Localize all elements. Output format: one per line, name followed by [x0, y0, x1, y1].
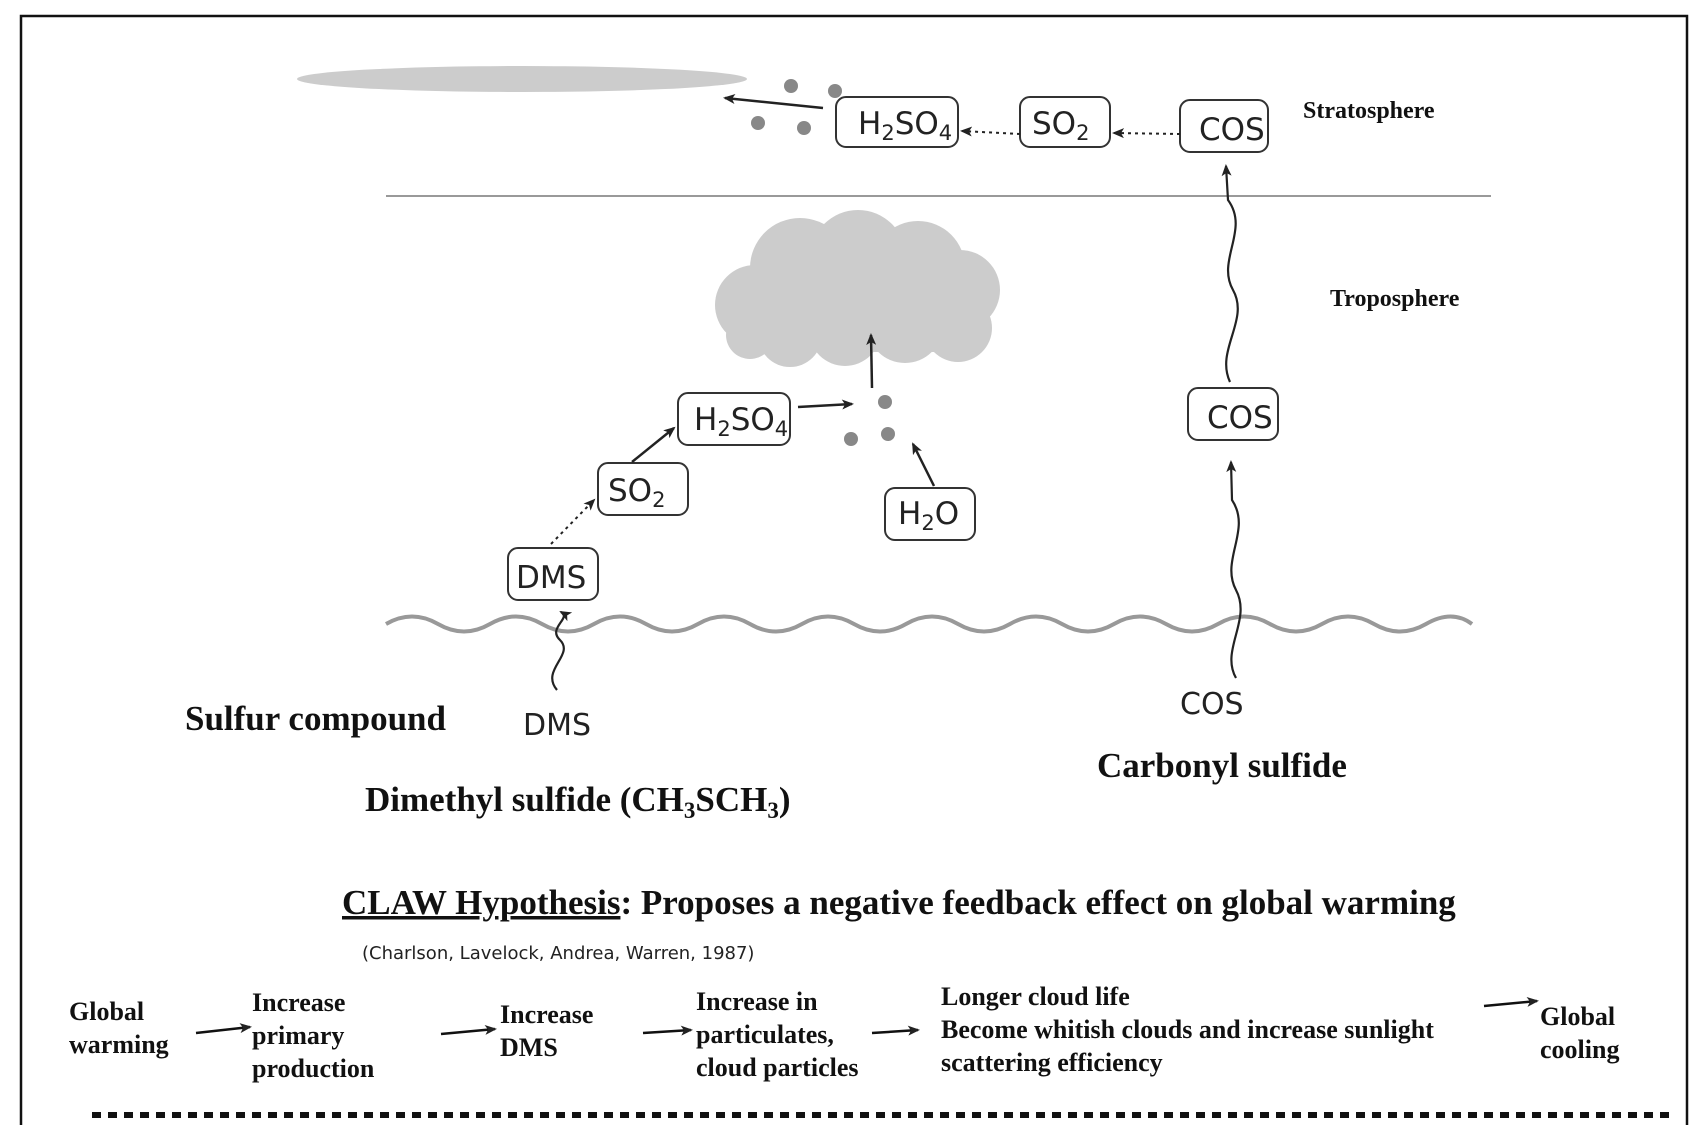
trop-cos-box: COS: [1187, 387, 1279, 441]
svg-text:Increase: Increase: [500, 1000, 593, 1029]
claw-step-global-warming: Global warming: [69, 997, 169, 1059]
svg-text:Longer cloud life: Longer cloud life: [941, 982, 1130, 1011]
stratospheric-haze: [297, 66, 747, 92]
claw-step-primary-production: Increase primary production: [252, 988, 375, 1083]
trop-h2so4-box: H2SO4: [677, 392, 791, 446]
svg-text:primary: primary: [252, 1021, 344, 1050]
claw-citation: (Charlson, Lavelock, Andrea, Warren, 198…: [362, 943, 754, 964]
troposphere-label: Troposphere: [1330, 286, 1460, 312]
claw-arrow-4: [871, 1025, 920, 1036]
claw-title: CLAW Hypothesis: Proposes a negative fee…: [342, 883, 1456, 922]
arrow-dms-to-so2: [550, 498, 596, 545]
claw-arrow-5: [1483, 996, 1539, 1008]
svg-text:COS: COS: [1207, 400, 1273, 436]
outer-frame: [19, 14, 1689, 1125]
arrow-h2so4-to-haze: [723, 94, 824, 110]
trop-h2o-box: H2O: [884, 487, 976, 541]
arrow-h2o-to-particles: [911, 442, 936, 487]
carbonyl-sulfide-label: Carbonyl sulfide: [1097, 746, 1347, 785]
arrow-cos-from-ocean: [1226, 460, 1242, 679]
arrow-particles-to-cloud: [866, 333, 877, 389]
cloud: [715, 210, 1000, 367]
svg-text:scattering efficiency: scattering efficiency: [941, 1048, 1163, 1077]
svg-text:H2SO4: H2SO4: [858, 106, 952, 145]
arrow-cos-to-so2: [1112, 128, 1181, 139]
claw-arrow-3: [642, 1025, 693, 1036]
claw-arrow-1: [195, 1023, 252, 1035]
svg-text:H2SO4: H2SO4: [694, 402, 788, 441]
svg-text:Increase in: Increase in: [696, 987, 818, 1016]
dimethyl-sulfide-label: Dimethyl sulfide (CH3SCH3): [365, 780, 791, 823]
cos-source-label: COS: [1180, 687, 1244, 722]
svg-text:DMS: DMS: [500, 1033, 558, 1062]
claw-step-global-cooling: Global cooling: [1540, 1002, 1619, 1064]
svg-text:Global: Global: [69, 997, 144, 1026]
strat-so2-box: SO2: [1019, 96, 1111, 148]
sulfur-compound-label: Sulfur compound: [185, 699, 447, 738]
arrow-dms-from-ocean: [551, 611, 573, 691]
arrow-h2so4-to-particles: [797, 399, 854, 410]
svg-text:Become whitish clouds and incr: Become whitish clouds and increase sunli…: [941, 1015, 1434, 1044]
claw-arrow-2: [440, 1024, 497, 1036]
strat-particles: [751, 79, 842, 135]
claw-step-increase-dms: Increase DMS: [500, 1000, 593, 1062]
svg-text:SO2: SO2: [1032, 106, 1089, 145]
strat-h2so4-box: H2SO4: [835, 96, 959, 148]
svg-text:COS: COS: [1199, 112, 1265, 148]
claw-step-cloud-life: Longer cloud life Become whitish clouds …: [941, 982, 1434, 1077]
svg-text:cooling: cooling: [1540, 1035, 1619, 1064]
trop-so2-box: SO2: [597, 462, 689, 516]
arrow-cos-upward-strat: [1221, 164, 1239, 383]
strat-cos-box: COS: [1179, 99, 1269, 153]
svg-text:Global: Global: [1540, 1002, 1615, 1031]
trop-particles: [844, 395, 895, 446]
claw-step-particulates: Increase in particulates, cloud particle…: [696, 987, 859, 1082]
svg-text:production: production: [252, 1054, 375, 1083]
stratosphere-label: Stratosphere: [1303, 98, 1435, 124]
svg-text:H2O: H2O: [898, 496, 959, 535]
trop-dms-box: DMS: [507, 547, 599, 601]
svg-text:cloud particles: cloud particles: [696, 1053, 859, 1082]
ocean-surface: [385, 614, 1474, 634]
svg-text:Increase: Increase: [252, 988, 345, 1017]
svg-text:particulates,: particulates,: [696, 1020, 834, 1049]
dms-source-label: DMS: [523, 708, 591, 743]
arrow-so2-to-h2so4: [960, 126, 1021, 137]
svg-text:DMS: DMS: [516, 560, 586, 596]
arrow-so2-to-h2so4: [631, 426, 676, 463]
svg-text:SO2: SO2: [608, 473, 665, 512]
svg-text:warming: warming: [69, 1030, 169, 1059]
